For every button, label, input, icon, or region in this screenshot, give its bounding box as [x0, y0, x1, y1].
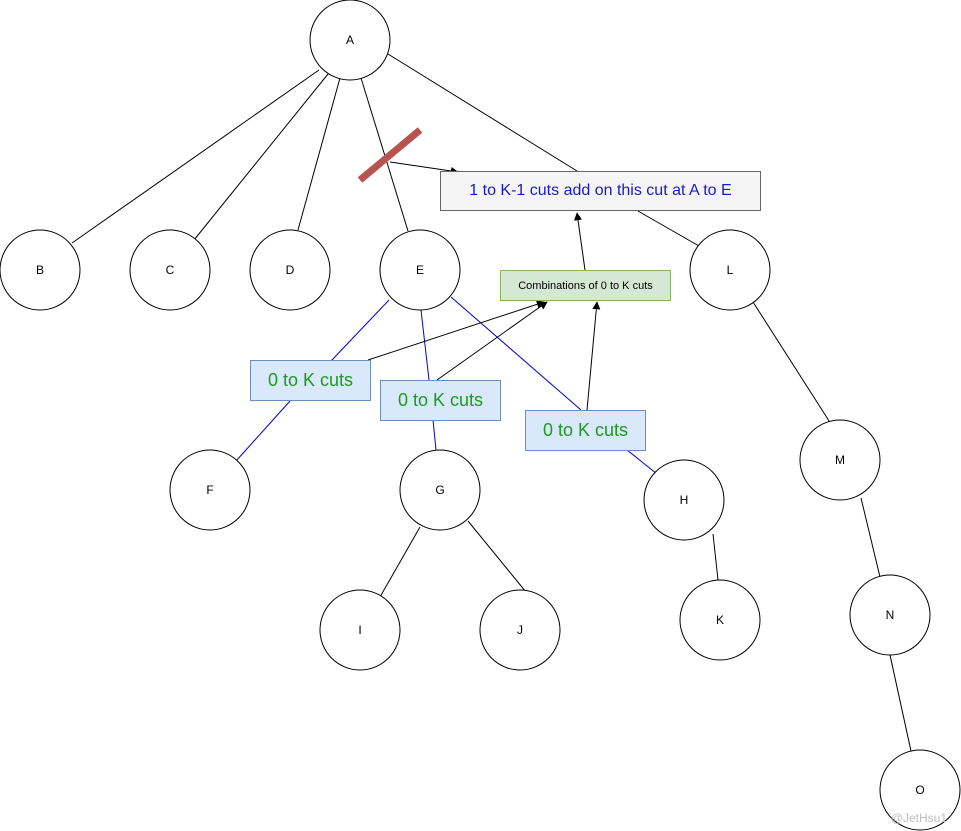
- edge-a-d: [297, 77, 341, 231]
- edge-e-f-upper: [330, 299, 390, 362]
- node-f-label: F: [206, 483, 213, 497]
- node-g-label: G: [435, 483, 444, 497]
- node-e: [379, 229, 461, 311]
- node-m: [799, 419, 881, 501]
- node-j: [479, 589, 561, 671]
- edge-a-b: [71, 69, 320, 244]
- node-j-label: J: [517, 623, 523, 637]
- combinations-box: Combinations of 0 to K cuts: [500, 270, 671, 301]
- node-f: [169, 449, 251, 531]
- node-h-label: H: [680, 493, 689, 507]
- node-b-label: B: [36, 263, 44, 277]
- edge-e-f-lower: [235, 400, 291, 462]
- edge-a-l: [387, 53, 578, 172]
- node-d-label: D: [286, 263, 295, 277]
- arrow-g-cuts-to-combinations: [436, 301, 548, 381]
- edge-a-c: [193, 73, 329, 241]
- edge-a-e: [360, 77, 409, 232]
- edge-e-g-upper: [420, 309, 430, 381]
- arrow-combinations-to-note: [574, 212, 586, 271]
- cut-note-box: 1 to K-1 cuts add on this cut at A to E: [440, 171, 761, 211]
- node-k: [679, 579, 761, 661]
- node-a: [309, 0, 391, 81]
- node-n: [849, 574, 931, 656]
- node-c: [129, 229, 211, 311]
- arrow-cut-to-note: [389, 161, 459, 175]
- node-k-label: K: [716, 613, 724, 627]
- cuts-box-h: 0 to K cuts: [525, 410, 646, 451]
- node-i: [319, 589, 401, 671]
- cut-mark: [357, 127, 423, 183]
- node-n-label: N: [886, 608, 895, 622]
- node-h: [643, 459, 725, 541]
- edge-n-o: [889, 654, 912, 752]
- edge-e-g-lower: [432, 419, 437, 451]
- arrow-f-cuts-to-combinations: [367, 300, 545, 361]
- node-d: [249, 229, 331, 311]
- node-m-label: M: [835, 453, 845, 467]
- node-i-label: I: [358, 623, 361, 637]
- edge-g-i: [379, 526, 421, 598]
- edge-a-l-lower: [637, 210, 700, 247]
- edge-e-h-upper: [450, 296, 582, 411]
- watermark: @JetHsu1: [890, 811, 947, 825]
- edge-g-j: [467, 520, 527, 593]
- edge-l-m: [752, 301, 832, 425]
- node-o: [879, 749, 961, 831]
- node-c-label: C: [166, 263, 175, 277]
- cuts-box-g: 0 to K cuts: [380, 380, 501, 421]
- edge-h-k: [712, 533, 719, 581]
- node-g: [399, 449, 481, 531]
- node-l-label: L: [727, 263, 734, 277]
- arrow-h-cuts-to-combinations: [586, 301, 601, 411]
- node-l: [689, 229, 771, 311]
- edge-e-h-lower: [626, 449, 658, 475]
- node-a-label: A: [346, 33, 354, 47]
- node-e-label: E: [416, 263, 424, 277]
- cuts-box-f: 0 to K cuts: [250, 360, 371, 401]
- edge-m-n: [860, 497, 881, 578]
- node-b: [0, 229, 81, 311]
- node-o-label: O: [915, 783, 924, 797]
